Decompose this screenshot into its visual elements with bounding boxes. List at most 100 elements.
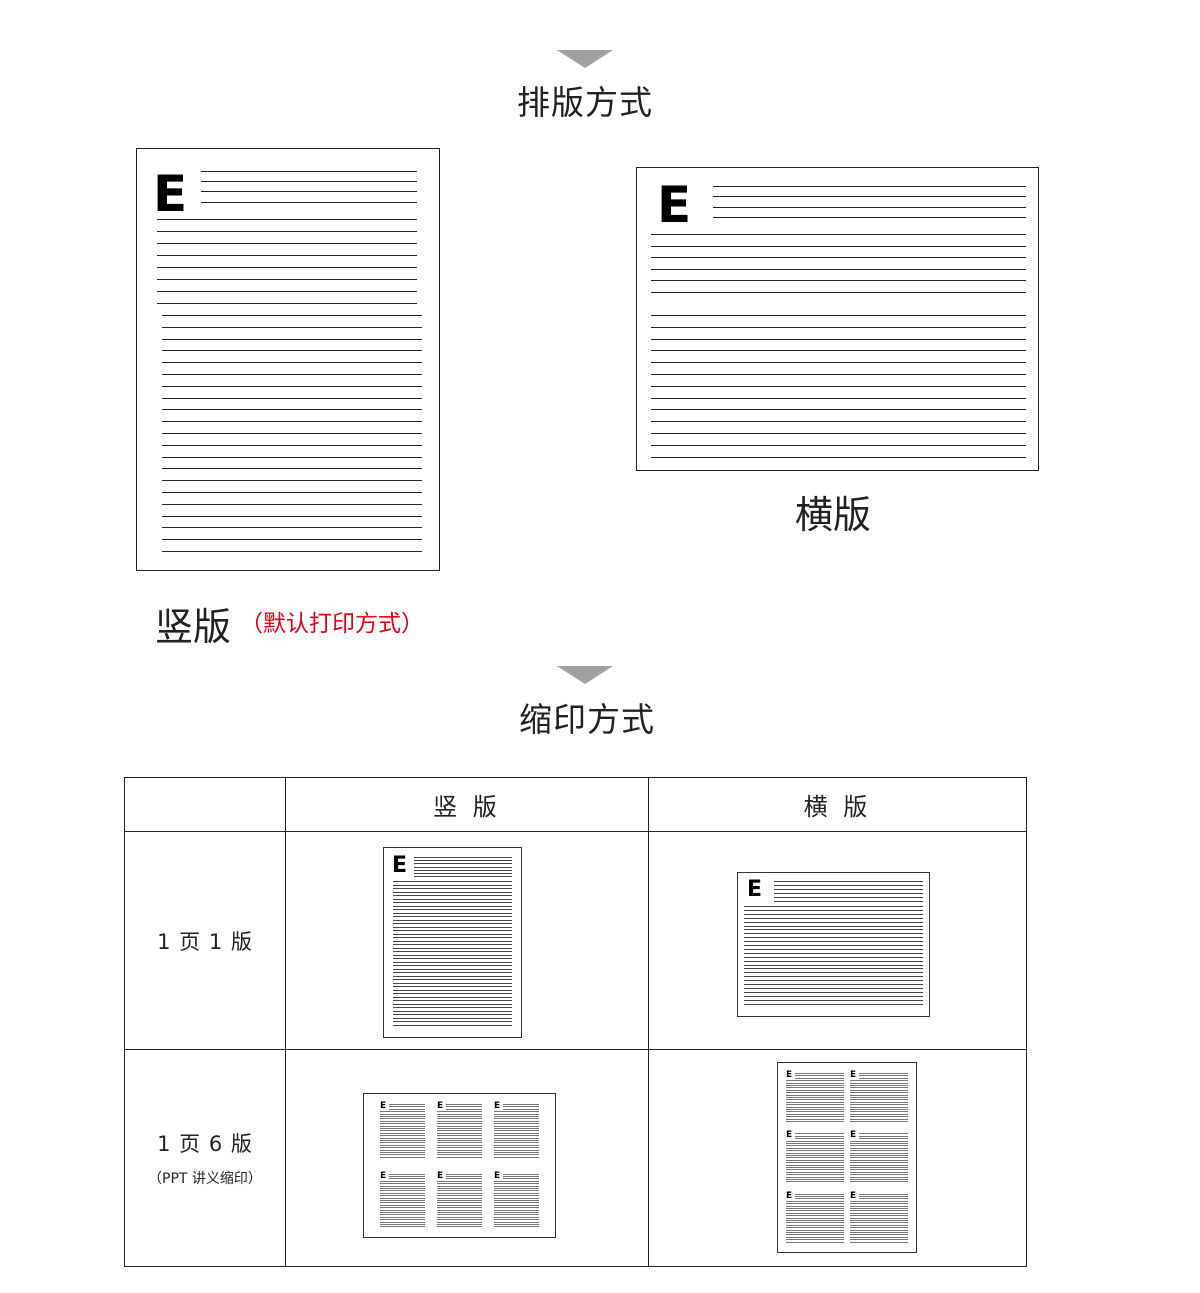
text-line [437,1195,482,1197]
text-line [850,1241,908,1243]
text-line [786,1154,844,1156]
text-line [437,1116,482,1117]
text-line [850,1210,908,1212]
text-line [744,968,923,970]
text-line [437,1154,482,1156]
mini-page-glyph: E [850,1130,857,1141]
text-line [494,1199,539,1201]
text-line [380,1185,425,1187]
text-line [494,1132,539,1134]
text-line [437,1135,482,1137]
text-line [713,207,1026,208]
text-line [494,1223,539,1225]
text-line [380,1180,425,1182]
mini-page: E [786,1131,844,1183]
text-line [786,1089,844,1091]
text-line [859,1073,908,1074]
mini-page: E [380,1171,425,1230]
text-line [859,1135,908,1137]
text-line [393,1024,512,1026]
text-line [494,1187,539,1189]
text-line [380,1137,425,1139]
text-line [437,1125,482,1127]
text-line [437,1118,482,1120]
text-line [850,1152,908,1154]
text-line [744,945,923,946]
text-line [859,1075,908,1077]
text-line [713,186,1026,187]
text-line [786,1113,844,1115]
text-line [651,409,1026,411]
text-line [795,1193,844,1195]
text-line [850,1159,908,1161]
text-line [786,1222,844,1224]
text-line [774,893,923,894]
text-line [795,1133,844,1135]
text-line [393,905,512,907]
text-line [437,1183,482,1185]
text-line [503,1175,539,1177]
text-line [162,480,422,482]
text-line [162,338,422,340]
text-line [850,1200,908,1202]
text-line [850,1205,908,1207]
text-line [494,1120,539,1122]
text-line [494,1113,539,1115]
text-line [744,929,923,931]
table-row-label-cell: 1 页 1 版 [124,831,286,1050]
portrait-label: 竖版 [155,605,232,649]
text-line [393,986,512,987]
text-line [850,1239,908,1241]
text-line [380,1125,425,1127]
text-line [414,860,512,862]
text-line [437,1187,482,1189]
text-line [494,1125,539,1127]
text-line [162,326,422,328]
text-line [162,397,422,399]
text-line [437,1137,482,1139]
text-line [651,421,1026,423]
text-line [651,338,1026,340]
text-line [437,1214,482,1216]
text-line [393,982,512,984]
text-line [414,857,512,858]
text-line [157,291,417,292]
text-line [494,1123,539,1125]
text-line [437,1221,482,1223]
text-line [494,1135,539,1137]
text-line [393,916,512,917]
text-line [744,925,923,927]
text-line [744,933,923,935]
text-line [651,291,1026,293]
text-line [850,1147,908,1149]
text-line [437,1204,482,1206]
landscape-label: 横版 [795,493,872,537]
text-line [786,1087,844,1089]
text-line [850,1164,908,1166]
text-line [744,937,923,939]
text-line [850,1157,908,1159]
text-line [446,1178,482,1180]
text-line [157,267,417,268]
text-line [744,964,923,966]
text-line [651,257,1026,258]
text-line [795,1073,844,1074]
text-line [494,1180,539,1182]
text-line [786,1147,844,1149]
text-line [201,191,417,192]
mini-page-glyph: E [494,1101,501,1111]
text-line [380,1183,425,1185]
text-line [859,1077,908,1079]
text-line [414,873,512,874]
text-line [437,1149,482,1151]
text-line [437,1132,482,1134]
text-line [157,231,417,232]
text-line [437,1142,482,1144]
text-line [437,1128,482,1129]
text-line [494,1128,539,1129]
text-line [494,1207,539,1209]
text-line [786,1085,844,1086]
text-line [393,923,512,924]
text-line [786,1232,844,1234]
